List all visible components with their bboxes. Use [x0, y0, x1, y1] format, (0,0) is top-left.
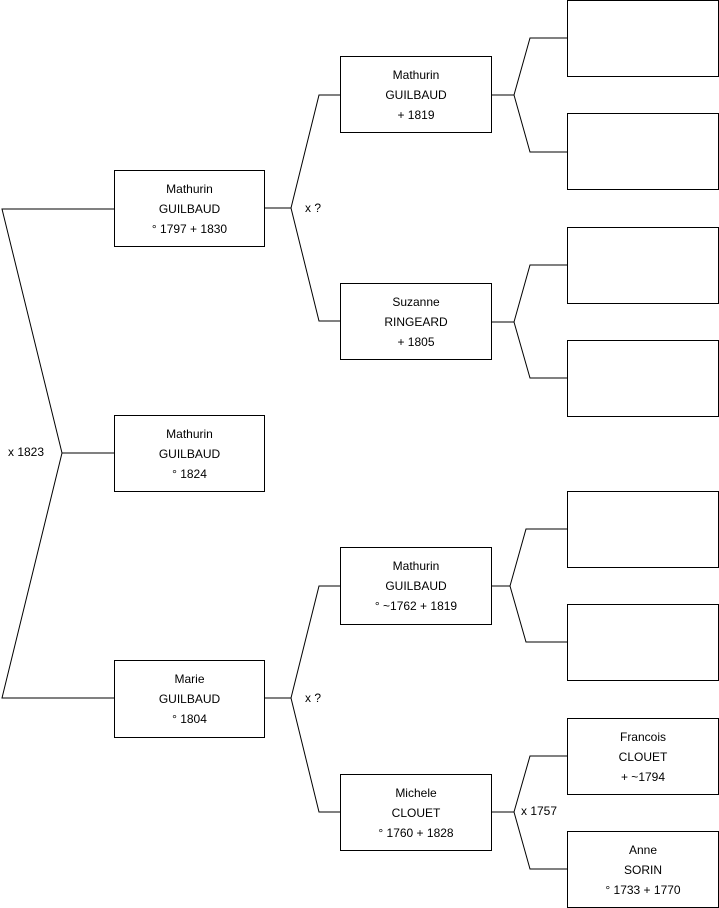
first-name: Michele: [395, 785, 437, 800]
person-box-maternal-grandmother[interactable]: Michele CLOUET ° 1760 + 1828: [340, 774, 492, 851]
first-name: Francois: [619, 729, 666, 744]
person-box-paternal-grandmother[interactable]: Suzanne RINGEARD + 1805: [340, 283, 492, 360]
person-box-empty[interactable]: [567, 113, 719, 190]
person-box-maternal-grandfather[interactable]: Mathurin GUILBAUD ° ~1762 + 1819: [340, 547, 492, 625]
first-name: Mathurin: [392, 559, 440, 573]
last-name: CLOUET: [618, 749, 668, 764]
last-name: GUILBAUD: [158, 692, 221, 706]
person-box-empty[interactable]: [567, 491, 719, 568]
last-name: GUILBAUD: [385, 87, 447, 102]
marriage-label-great-grandparents: x 1757: [521, 804, 558, 818]
last-name: GUILBAUD: [158, 446, 221, 461]
first-name: Mathurin: [166, 181, 213, 196]
person-box-father[interactable]: Mathurin GUILBAUD ° 1797 + 1830: [114, 170, 265, 247]
last-name: CLOUET: [391, 805, 441, 820]
marriage-label-maternal-grandparents: x ?: [305, 691, 322, 705]
life-dates: ° 1797 + 1830: [151, 221, 228, 236]
life-dates: + 1805: [397, 334, 435, 349]
person-box-empty[interactable]: [567, 604, 719, 681]
marriage-label-paternal-grandparents: x ?: [305, 201, 322, 215]
first-name: Anne: [628, 842, 658, 857]
person-box-root[interactable]: Mathurin GUILBAUD ° 1824: [114, 415, 265, 492]
life-dates: ° 1760 + 1828: [378, 825, 454, 840]
last-name: RINGEARD: [384, 314, 448, 329]
life-dates: ° 1733 + 1770: [605, 882, 681, 897]
last-name: GUILBAUD: [385, 579, 447, 593]
life-dates: ° ~1762 + 1819: [374, 599, 458, 613]
life-dates: ° 1804: [172, 712, 207, 726]
life-dates: + ~1794: [620, 769, 666, 784]
life-dates: ° 1824: [172, 466, 207, 481]
person-box-empty[interactable]: [567, 0, 719, 77]
person-box-empty[interactable]: [567, 227, 719, 304]
first-name: Marie: [174, 672, 205, 686]
marriage-label-parents: x 1823: [8, 445, 45, 459]
person-box-great-grandmother-sorin[interactable]: Anne SORIN ° 1733 + 1770: [567, 831, 719, 908]
person-box-mother[interactable]: Marie GUILBAUD ° 1804: [114, 660, 265, 738]
last-name: GUILBAUD: [158, 201, 221, 216]
last-name: SORIN: [623, 862, 662, 877]
first-name: Mathurin: [166, 426, 213, 441]
person-box-paternal-grandfather[interactable]: Mathurin GUILBAUD + 1819: [340, 56, 492, 133]
life-dates: + 1819: [397, 107, 435, 122]
person-box-great-grandfather-clouet[interactable]: Francois CLOUET + ~1794: [567, 718, 719, 795]
first-name: Mathurin: [392, 67, 440, 82]
person-box-empty[interactable]: [567, 340, 719, 417]
first-name: Suzanne: [392, 294, 440, 309]
